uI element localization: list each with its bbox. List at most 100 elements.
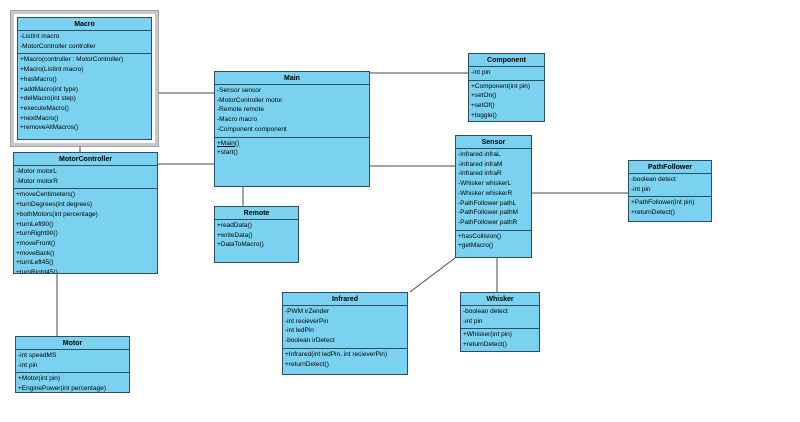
attributes-section: -int speedMS -int pin: [16, 350, 129, 374]
class-attribute: -Whisker whiskerR: [458, 189, 513, 197]
class-title-main: Main: [215, 72, 369, 85]
class-attribute: -int pin: [463, 317, 483, 325]
class-box-main[interactable]: Main -Sensor sensor -MotorController motor…: [214, 71, 370, 187]
class-method: +Infrared(int ledPin, int recieverPin): [285, 350, 388, 358]
class-method: +turnLeft45(): [16, 259, 54, 267]
class-title-remote: Remote: [215, 207, 298, 220]
class-method: +start(): [217, 149, 238, 157]
methods-section: +Motor(int pin)+EnginePower(int percenta…: [16, 373, 129, 392]
class-title-component: Component: [469, 54, 544, 67]
class-box-motorcontroller[interactable]: MotorController-Motor motorL-Motor motor…: [13, 152, 158, 274]
class-method: +getMacro(): [458, 242, 494, 250]
class-method: +setOf(): [471, 102, 495, 110]
methods-section: +hasCollision() +getMacro(): [456, 231, 531, 257]
attributes-section: -PWM irZender -int recieverPin -int ledPin…: [283, 306, 407, 349]
class-box-pathfollower[interactable]: PathFollower -boolean detect -int pin +Path…: [628, 160, 712, 222]
class-method: +returnDetect(): [631, 209, 675, 217]
attributes-section: -ListInt macro -MotorController controlle…: [18, 31, 151, 55]
class-method: +Macro(ListInt macro): [20, 66, 84, 74]
connector-sensor-infrared[interactable]: [409, 257, 456, 293]
class-attribute: -boolean detect: [463, 308, 508, 315]
class-attribute: -PathFollower pathM: [458, 209, 518, 217]
class-attribute: -Motor motorL: [16, 168, 57, 175]
class-method: +Whisker(int pin): [463, 331, 512, 339]
class-title-macro: Macro: [18, 18, 151, 31]
class-box-whisker[interactable]: Whisker -boolean detect -int pin +Whisker(i…: [460, 292, 540, 352]
class-title-pathfollower: PathFollower: [629, 161, 711, 174]
class-method: +hasMacro(): [20, 75, 57, 83]
class-title-motorcontroller: MotorController: [14, 153, 157, 166]
class-box-remote[interactable]: Remote +readData() +writeData() +DataToMacr…: [214, 206, 299, 263]
class-method: +turnDegrees(int degrees): [16, 201, 93, 209]
class-attribute: -Infrared infraM: [458, 160, 503, 168]
class-method: +PathFollower(int pin): [631, 199, 695, 207]
class-method: +returnDetect(): [285, 360, 329, 368]
class-method: +turnLeft90(): [16, 220, 54, 228]
methods-section: +Component(int pin) +setOn() +setOf()+togg…: [469, 81, 544, 121]
class-method: +removeAllMacros(): [20, 124, 79, 132]
class-attribute: -Whisker whiskerL: [458, 180, 512, 188]
class-method: +setOn(): [471, 92, 497, 100]
class-attribute: -MotorController motor: [217, 96, 283, 104]
attributes-section: -Sensor sensor -MotorController motor -Rem…: [215, 85, 369, 138]
class-box-macro[interactable]: Macro -ListInt macro -MotorController cont…: [17, 17, 152, 140]
class-attribute: -int pin: [471, 69, 491, 76]
class-attribute: -PWM irZender: [285, 308, 330, 315]
class-title-motor: Motor: [16, 337, 129, 350]
class-box-motor[interactable]: Motor -int speedMS -int pin +Motor(int pin)…: [15, 336, 130, 393]
methods-section: +readData() +writeData() +DataToMacro(): [215, 220, 298, 262]
class-method: +delMacro(int step): [20, 95, 76, 103]
methods-section: +moveCentimeters()+turnDegrees(int degre…: [14, 189, 157, 273]
attributes-section: -Infrared infraL -Infrared infraM -Infrare…: [456, 149, 531, 231]
class-method: +executeMacro(): [20, 104, 69, 112]
class-method: +DataToMacro(): [217, 241, 264, 249]
attributes-section: -boolean detect -int pin: [461, 306, 539, 330]
class-method: +toggle(): [471, 111, 497, 119]
class-title-whisker: Whisker: [461, 293, 539, 306]
methods-section: +Macro(controller : MotorController) +Mac…: [18, 54, 151, 139]
class-attribute: -Infrared infraR: [458, 170, 502, 178]
class-method: +bothMotors(int percentage): [16, 210, 98, 218]
class-attribute: -boolean detect: [631, 176, 676, 183]
class-method: +turnRight90(): [16, 230, 58, 238]
class-title-infrared: Infrared: [283, 293, 407, 306]
class-attribute: -PathFollower pathR: [458, 218, 518, 226]
class-box-sensor[interactable]: Sensor-Infrared infraL-Infrared infraM-I…: [455, 135, 532, 258]
class-method: +moveFront(): [16, 239, 56, 247]
class-method: +readData(): [217, 222, 252, 229]
class-attribute: -MotorController controller: [20, 42, 96, 50]
class-method: +Macro(controller : MotorController): [20, 56, 124, 64]
class-method: +Main(): [217, 139, 240, 147]
class-attribute: -boolean irDetect: [285, 337, 335, 345]
class-attribute: -int pin: [18, 361, 38, 369]
class-attribute: -int pin: [631, 185, 651, 193]
attributes-section: -Motor motorL -Motor motorR: [14, 166, 157, 190]
class-attribute: -int speedMS: [18, 352, 57, 359]
class-box-component[interactable]: Component -int pin +Component(int pin) +set…: [468, 53, 545, 122]
class-attribute: -Component component: [217, 125, 287, 133]
class-box-infrared[interactable]: Infrared -PWM irZender -int recieverPin -in…: [282, 292, 408, 375]
class-attribute: -Remote remote: [217, 106, 264, 114]
class-title-sensor: Sensor: [456, 136, 531, 149]
class-attribute: -Sensor sensor: [217, 87, 262, 94]
class-method: +moveBack(): [16, 249, 55, 257]
methods-section: +Infrared(int ledPin, int recieverPin) +r…: [283, 349, 407, 374]
class-method: +returnDetect(): [463, 341, 507, 349]
selection-frame-macro[interactable]: [10, 10, 159, 147]
class-method: +addMacro(int type): [20, 85, 78, 93]
class-method: +Motor(int pin): [18, 375, 61, 383]
class-method: +hasCollision(): [458, 232, 502, 240]
class-attribute: -Infrared infraL: [458, 151, 501, 158]
class-attribute: -int recieverPin: [285, 317, 329, 325]
attributes-section: -int pin: [469, 67, 544, 81]
class-attribute: -ListInt macro: [20, 33, 60, 40]
attributes-section: -boolean detect -int pin: [629, 174, 711, 198]
class-attribute: -int ledPin: [285, 327, 314, 335]
class-attribute: -Motor motorR: [16, 177, 58, 185]
class-method: +Component(int pin): [471, 82, 531, 90]
methods-section: +Main() +start(): [215, 138, 369, 186]
class-method: +nextMacro(): [20, 114, 59, 122]
class-method: +writeData(): [217, 231, 253, 239]
